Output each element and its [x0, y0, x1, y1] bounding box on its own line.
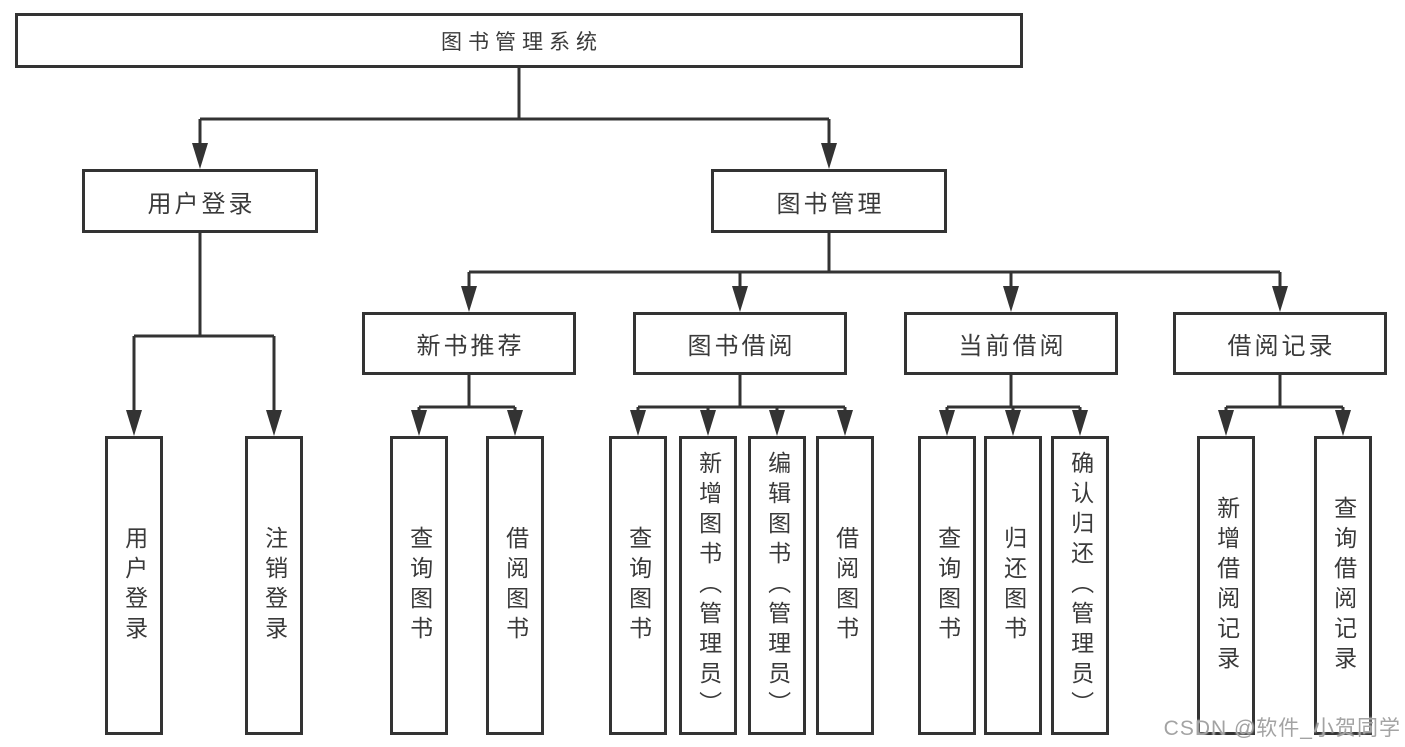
edge-current-borrow-to-leaves	[939, 375, 1088, 436]
csdn-watermark: CSDN @软件_小贺同学	[1163, 717, 1401, 740]
leaf-user-login: 用户登录	[105, 436, 163, 735]
leaf-query-borrow-record: 查询借阅记录	[1314, 436, 1372, 735]
edge-root-to-level2	[192, 68, 837, 169]
node-borrow-records: 借阅记录	[1173, 312, 1387, 375]
node-book-borrow: 图书借阅	[633, 312, 847, 375]
leaf-query-books-current: 查询图书	[918, 436, 976, 735]
node-user-login: 用户登录	[82, 169, 318, 233]
leaf-query-books-recommend: 查询图书	[390, 436, 448, 735]
leaf-borrow-books-recommend: 借阅图书	[486, 436, 544, 735]
leaf-add-books-admin: 新增图书（管理员）	[679, 436, 737, 735]
leaf-return-books: 归还图书	[984, 436, 1042, 735]
edge-book-mgmt-to-level3	[461, 233, 1288, 312]
edge-book-borrow-to-leaves	[630, 375, 853, 436]
edge-new-book-rec-to-leaves	[411, 375, 523, 436]
edge-user-login-to-leaves	[126, 233, 282, 436]
leaf-logout: 注销登录	[245, 436, 303, 735]
leaf-confirm-return-admin: 确认归还（管理员）	[1051, 436, 1109, 735]
leaf-query-books-borrow: 查询图书	[609, 436, 667, 735]
node-book-management: 图书管理	[711, 169, 947, 233]
node-current-borrow: 当前借阅	[904, 312, 1118, 375]
node-root-system: 图书管理系统	[15, 13, 1023, 68]
node-new-book-recommend: 新书推荐	[362, 312, 576, 375]
leaf-add-borrow-record: 新增借阅记录	[1197, 436, 1255, 735]
leaf-borrow-books: 借阅图书	[816, 436, 874, 735]
edge-borrow-records-to-leaves	[1218, 375, 1351, 436]
leaf-edit-books-admin: 编辑图书（管理员）	[748, 436, 806, 735]
